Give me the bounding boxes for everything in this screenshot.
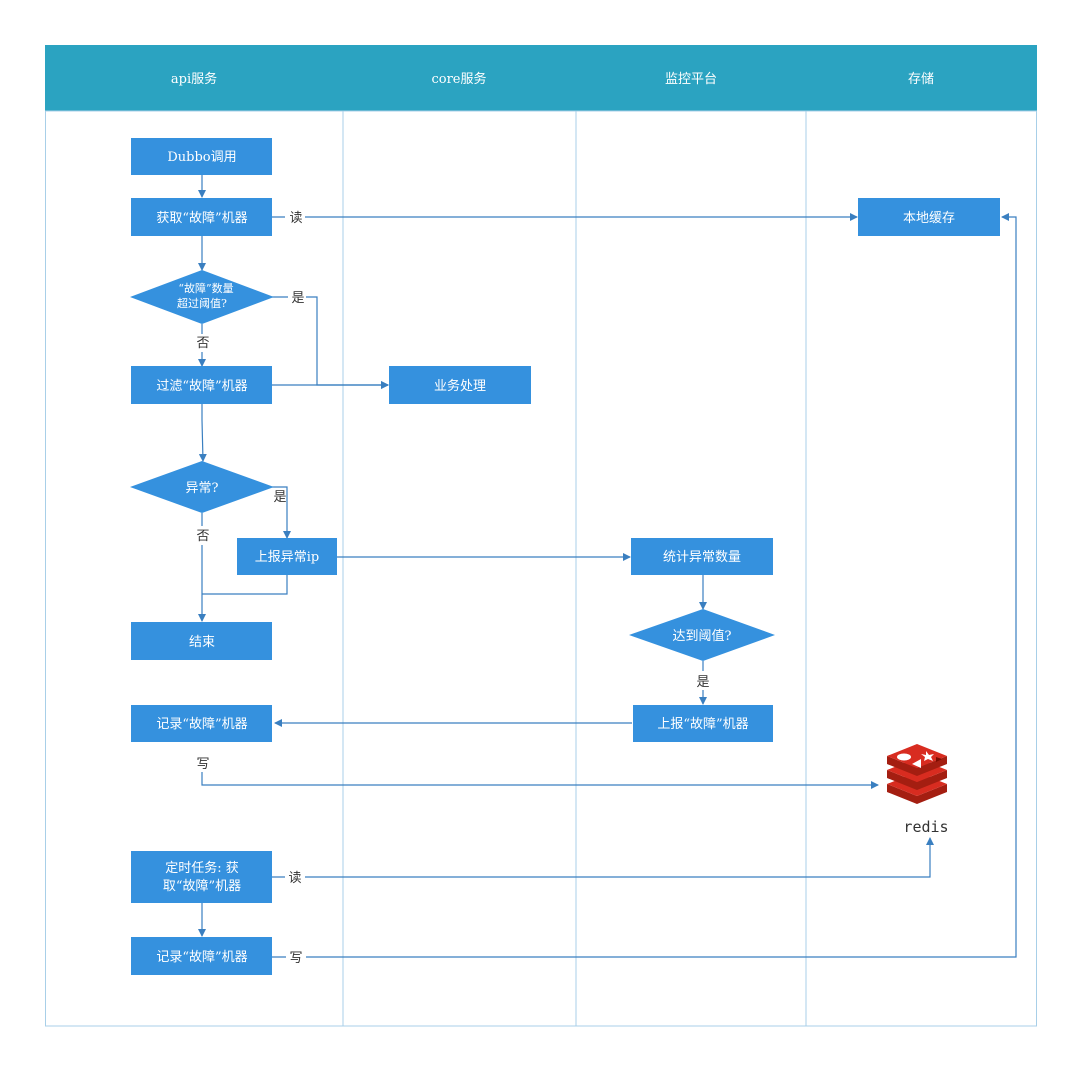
edge-label-yes-1: 是 bbox=[291, 291, 304, 306]
edge-report-ip-merge bbox=[202, 575, 288, 595]
node-local-cache bbox=[858, 198, 1000, 236]
edge-write-local-cache bbox=[272, 217, 1017, 958]
edge-yes-business bbox=[272, 296, 388, 385]
redis-icon bbox=[887, 744, 947, 804]
node-count-exceptions-label: 统计异常数量 bbox=[663, 550, 741, 565]
decision-count-label-2: 超过阈值? bbox=[177, 296, 227, 310]
node-dubbo-label: Dubbo调用 bbox=[167, 150, 236, 165]
node-get-faulty bbox=[131, 198, 272, 236]
decision-count-threshold bbox=[130, 270, 274, 324]
node-record-faulty-1-label: 记录“故障”机器 bbox=[156, 717, 247, 732]
node-get-faulty-label: 获取“故障”机器 bbox=[156, 211, 247, 226]
node-local-cache-label: 本地缓存 bbox=[903, 211, 955, 226]
edge-label-no-1: 否 bbox=[196, 336, 209, 351]
decision-exception-label: 异常? bbox=[186, 481, 219, 496]
edge-read-redis bbox=[272, 838, 930, 878]
decision-count-label-1: “故障”数量 bbox=[178, 281, 233, 295]
edge-label-yes-2: 是 bbox=[273, 490, 286, 505]
decision-threshold bbox=[629, 609, 775, 661]
edge-label-read-2: 读 bbox=[288, 871, 301, 886]
node-timer-label-1: 定时任务: 获 bbox=[165, 860, 239, 876]
edge-label-write-2: 写 bbox=[289, 951, 302, 966]
edge-yes-report-ip bbox=[272, 486, 291, 539]
node-record-faulty-2-label: 记录“故障”机器 bbox=[156, 950, 247, 965]
edge-filter-exception bbox=[198, 404, 207, 462]
decision-exception bbox=[130, 461, 274, 513]
lane-monitor: 监控平台 bbox=[665, 72, 717, 87]
node-timer bbox=[131, 851, 272, 903]
node-report-ip-label: 上报异常ip bbox=[255, 550, 319, 565]
node-business bbox=[389, 366, 531, 404]
lane-border bbox=[45, 110, 1037, 1027]
node-count-exceptions bbox=[631, 538, 773, 575]
edge-label-write-1: 写 bbox=[196, 757, 209, 772]
lane-header bbox=[45, 45, 1037, 111]
node-record-faulty-2 bbox=[131, 937, 272, 975]
node-report-ip bbox=[237, 538, 337, 575]
lane-core: core服务 bbox=[431, 71, 486, 87]
edge-write-redis bbox=[201, 772, 879, 789]
node-end-label: 结束 bbox=[189, 635, 215, 650]
redis-label: redis bbox=[903, 818, 948, 836]
decision-threshold-label: 达到阈值? bbox=[673, 628, 732, 644]
node-record-faulty-1 bbox=[131, 705, 272, 742]
edge-label-no-2: 否 bbox=[196, 529, 209, 544]
node-business-label: 业务处理 bbox=[434, 378, 486, 394]
node-dubbo bbox=[131, 138, 272, 175]
node-filter-label: 过滤“故障”机器 bbox=[156, 379, 247, 394]
edge-label-read-1: 读 bbox=[289, 211, 302, 226]
lane-storage: 存储 bbox=[908, 72, 934, 87]
node-report-faulty-label: 上报“故障”机器 bbox=[657, 717, 748, 732]
node-report-faulty bbox=[633, 705, 773, 742]
lane-api: api服务 bbox=[171, 71, 217, 87]
node-timer-label-2: 取“故障”机器 bbox=[163, 879, 241, 894]
edge-label-yes-3: 是 bbox=[696, 675, 709, 690]
node-end bbox=[131, 622, 272, 660]
node-filter bbox=[131, 366, 272, 404]
